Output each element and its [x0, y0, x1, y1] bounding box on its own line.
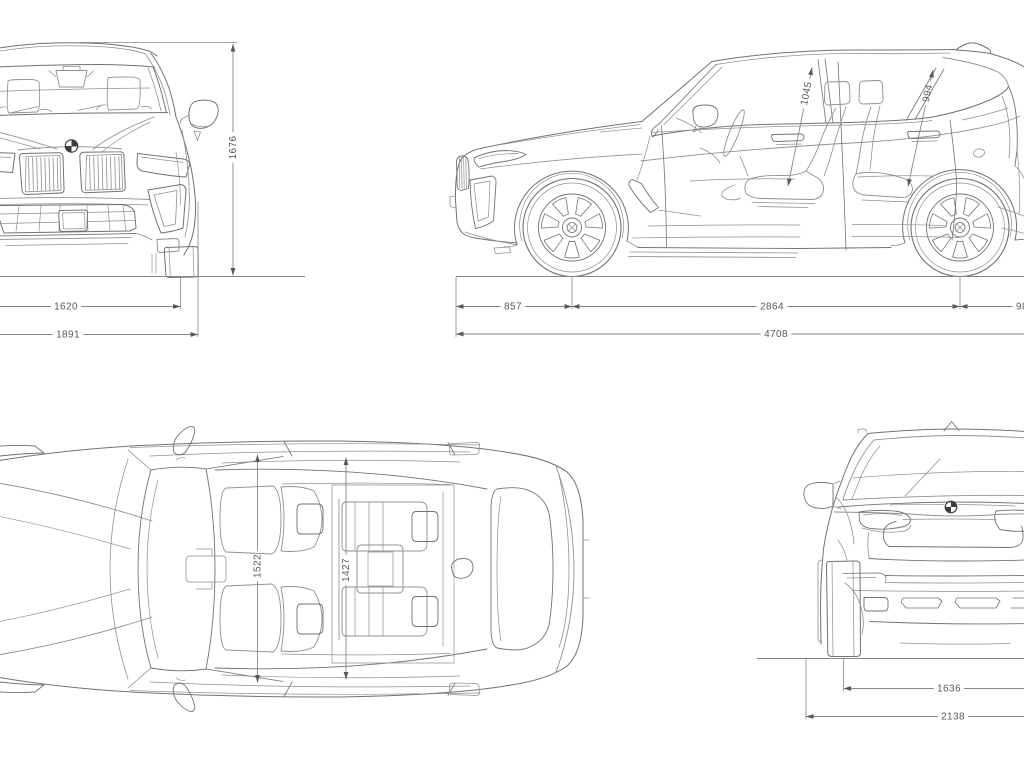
svg-text:1636: 1636	[937, 684, 961, 695]
svg-text:2138: 2138	[941, 712, 965, 723]
svg-text:2864: 2864	[760, 302, 784, 313]
svg-text:1427: 1427	[341, 558, 352, 582]
svg-text:994: 994	[921, 83, 936, 103]
svg-text:1045: 1045	[799, 81, 815, 107]
svg-text:4708: 4708	[764, 329, 788, 340]
svg-text:1676: 1676	[228, 136, 239, 160]
svg-text:1620: 1620	[54, 302, 78, 313]
svg-text:987: 987	[1016, 302, 1024, 313]
svg-text:1522: 1522	[253, 554, 264, 578]
svg-text:1891: 1891	[56, 330, 80, 341]
svg-text:857: 857	[504, 302, 522, 313]
